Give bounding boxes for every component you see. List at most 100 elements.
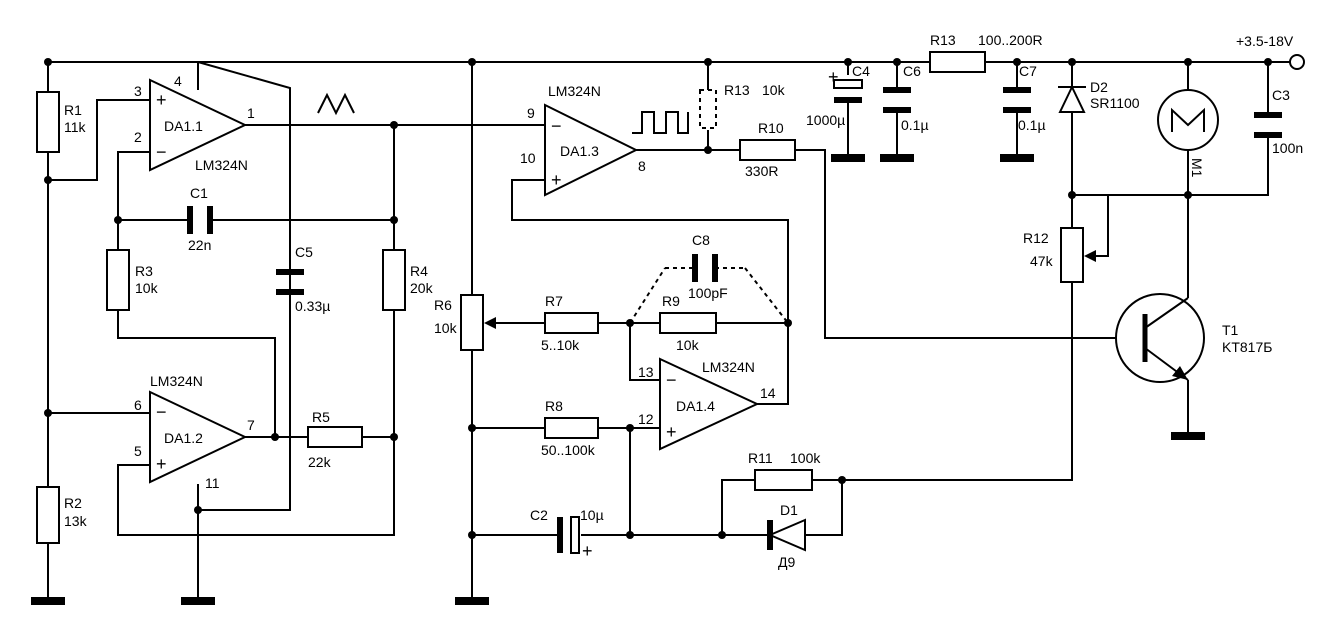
capacitor-c6: C6 0.1µ: [883, 63, 929, 133]
svg-text:C2: C2: [530, 507, 548, 523]
junctions: [44, 58, 1272, 539]
svg-text:C8: C8: [692, 232, 710, 248]
svg-text:7: 7: [247, 417, 255, 433]
svg-text:100k: 100k: [790, 450, 821, 466]
svg-text:+: +: [156, 90, 167, 110]
svg-text:R12: R12: [1023, 230, 1049, 246]
svg-text:3: 3: [134, 83, 142, 99]
opamp-label: DA1.1: [164, 118, 203, 134]
svg-text:C1: C1: [190, 185, 208, 201]
capacitor-c1: C1 22n: [187, 185, 213, 253]
svg-text:R4: R4: [410, 263, 428, 279]
svg-text:100pF: 100pF: [688, 285, 728, 301]
opamp-da1-1: +− DA1.1 LM324N 3 2 1 4: [134, 73, 255, 173]
svg-text:330R: 330R: [745, 163, 778, 179]
svg-text:11: 11: [205, 475, 220, 491]
supply-terminal: +3.5-18V: [1236, 33, 1305, 70]
svg-text:9: 9: [527, 105, 535, 121]
waveform-square: [632, 111, 689, 134]
svg-text:R3: R3: [135, 263, 153, 279]
svg-text:10k: 10k: [434, 320, 458, 336]
svg-text:1: 1: [247, 105, 255, 121]
svg-text:R11: R11: [748, 450, 773, 466]
svg-text:C4: C4: [852, 63, 870, 79]
svg-text:100..200R: 100..200R: [978, 32, 1043, 48]
svg-text:R9: R9: [662, 293, 680, 309]
svg-text:D2: D2: [1090, 79, 1108, 95]
svg-text:14: 14: [760, 385, 776, 401]
dashed-connections: [629, 70, 789, 324]
svg-text:10k: 10k: [762, 82, 786, 98]
svg-text:10k: 10k: [676, 337, 700, 353]
svg-text:R5: R5: [312, 409, 330, 425]
resistor-r10: R10 330R: [739, 120, 796, 179]
resistor-r13-optional: R13 10k: [724, 82, 786, 98]
svg-text:SR1100: SR1100: [1090, 95, 1140, 111]
svg-text:R10: R10: [758, 120, 784, 136]
svg-text:13k: 13k: [64, 513, 88, 529]
resistor-r8: R8 50..100k: [541, 398, 599, 458]
opamp-part: LM324N: [548, 83, 601, 99]
supply-label: +3.5-18V: [1236, 33, 1294, 49]
opamp-da1-4: −+ DA1.4 LM324N 13 12 14: [638, 357, 776, 451]
svg-text:50..100k: 50..100k: [541, 442, 596, 458]
svg-text:0.1µ: 0.1µ: [901, 117, 929, 133]
svg-text:5: 5: [134, 443, 142, 459]
resistor-r5: R5 22k: [307, 409, 363, 470]
opamp-da1-2: −+ DA1.2 LM324N 6 5 7 11: [134, 373, 255, 491]
svg-text:22n: 22n: [188, 237, 211, 253]
resistor-r9: R9 10k: [659, 293, 717, 353]
opamp-label: DA1.3: [560, 143, 599, 159]
svg-text:R8: R8: [545, 398, 563, 414]
svg-text:12: 12: [638, 411, 654, 427]
svg-text:−: −: [666, 370, 677, 390]
waveform-triangle: [317, 92, 355, 116]
svg-text:10: 10: [520, 150, 536, 166]
svg-text:2: 2: [134, 129, 142, 145]
capacitor-c8: C8 100pF: [665, 232, 745, 301]
svg-text:C5: C5: [295, 244, 313, 260]
resistor-r7: R75..10k: [541, 293, 599, 353]
svg-text:13: 13: [638, 364, 654, 380]
svg-text:C6: C6: [903, 63, 921, 79]
capacitor-c7: C70.1µ: [1003, 63, 1046, 133]
motor-m1: M1: [1157, 89, 1219, 178]
svg-text:R2: R2: [64, 495, 82, 511]
svg-text:R7: R7: [545, 293, 563, 309]
svg-text:KT817Б: KT817Б: [1222, 339, 1272, 355]
svg-text:0.33µ: 0.33µ: [295, 298, 330, 314]
svg-text:+: +: [582, 541, 593, 561]
svg-text:−: −: [551, 116, 562, 136]
opamp-label: DA1.4: [676, 398, 715, 414]
svg-text:22k: 22k: [308, 454, 332, 470]
svg-text:D1: D1: [780, 502, 798, 518]
opamp-label: DA1.2: [164, 430, 203, 446]
svg-text:6: 6: [134, 397, 142, 413]
svg-text:0.1µ: 0.1µ: [1018, 117, 1046, 133]
svg-text:Д9: Д9: [778, 554, 795, 570]
svg-text:47k: 47k: [1030, 253, 1054, 269]
opamp-da1-3: −+ DA1.3 LM324N 9 10 8: [520, 83, 646, 197]
svg-text:11k: 11k: [64, 119, 87, 135]
opamp-part: LM324N: [195, 157, 248, 173]
svg-text:20k: 20k: [410, 280, 434, 296]
svg-text:+: +: [551, 170, 562, 190]
svg-text:T1: T1: [1222, 322, 1239, 338]
svg-text:+: +: [156, 454, 167, 474]
svg-text:100n: 100n: [1272, 140, 1303, 156]
svg-text:+: +: [666, 422, 677, 442]
svg-text:−: −: [156, 142, 167, 162]
svg-text:R13: R13: [724, 82, 750, 98]
capacitor-c5: C5 0.33µ: [276, 244, 330, 314]
svg-text:−: −: [156, 402, 167, 422]
